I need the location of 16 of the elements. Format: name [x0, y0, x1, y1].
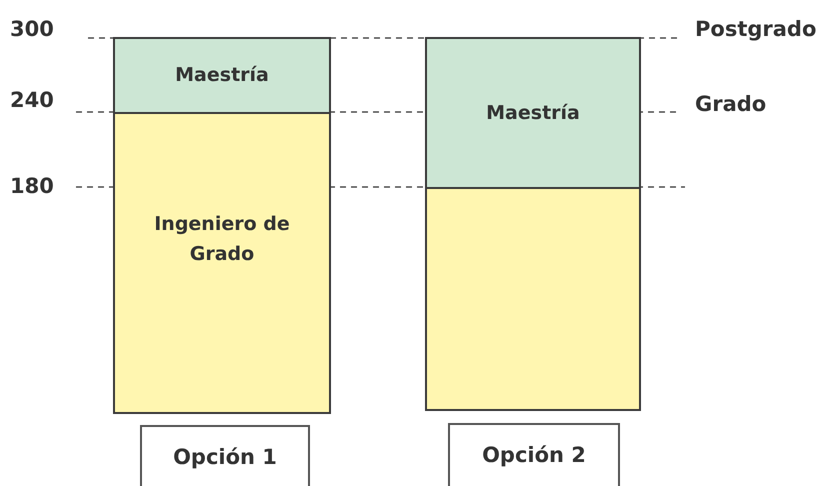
segment-label: Ingeniero de Grado [153, 212, 291, 268]
stacked-segment [113, 112, 331, 414]
option-label: Opción 2 [482, 442, 586, 469]
option-box [140, 425, 310, 486]
segment-label: Maestría [175, 63, 269, 88]
axis-value: 240 [10, 88, 54, 112]
axis-value: 180 [10, 174, 54, 198]
level-label: Grado [695, 92, 766, 116]
option-label: Opción 1 [173, 444, 277, 471]
option-box [448, 423, 620, 486]
stacked-segment [425, 37, 641, 189]
axis-value: 300 [10, 17, 54, 41]
stacked-segment [425, 187, 641, 411]
level-label: Postgrado [695, 17, 816, 41]
stacked-segment [113, 37, 331, 114]
segment-label: Maestría [486, 100, 580, 126]
